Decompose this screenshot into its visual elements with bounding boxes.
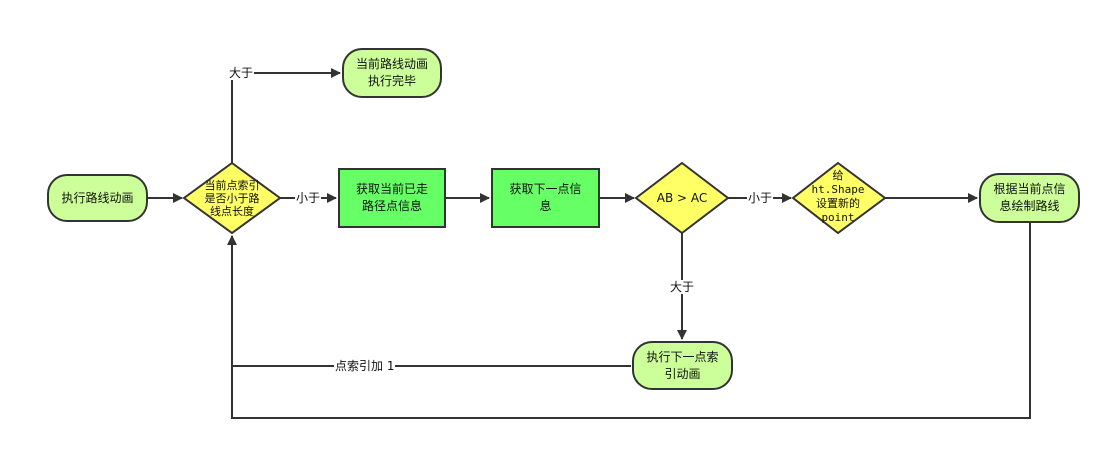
get-next-label: 获取下一点信 息 (509, 182, 582, 213)
draw-route-node: 根据当前点信 息绘制路线 (979, 173, 1080, 223)
decision-index-text: 当前点索引 是否小于路 线点长度 (194, 172, 270, 224)
edge-label-less-1: 小于 (295, 191, 322, 205)
decision-shape-line-1: 给 (832, 169, 844, 182)
next-index-animation-label: 执行下一点索 引动画 (646, 349, 719, 381)
end-node: 当前路线动画 执行完毕 (342, 48, 442, 98)
decision-ab-text: AB > AC (646, 188, 718, 208)
edge-draw-loop-back (227, 222, 1031, 419)
decision-shape-text: 给 ht.Shape 设置新的 point (798, 164, 878, 230)
get-current-label: 获取当前已走 路径点信息 (355, 182, 428, 213)
edge-label-greater-top: 大于 (228, 66, 255, 80)
decision-shape-diamond (791, 161, 887, 235)
edge-label-greater-down: 大于 (669, 280, 696, 294)
edge-label-increment: 点索引加 1 (334, 359, 396, 373)
draw-route-label: 根据当前点信 息绘制路线 (993, 182, 1066, 213)
decision-ab-label: AB > AC (656, 190, 708, 205)
decision-shape-line-3: 设置新的 (816, 197, 860, 210)
edge-index-to-end (231, 68, 341, 163)
next-index-animation-node: 执行下一点索 引动画 (632, 341, 733, 390)
start-node-label: 执行路线动画 (61, 190, 134, 205)
decision-index-diamond (182, 161, 282, 235)
get-next-node: 获取下一点信 息 (491, 168, 600, 228)
start-node: 执行路线动画 (47, 174, 148, 222)
decision-shape-line-2: ht.Shape (811, 183, 865, 196)
decision-ab-diamond (634, 161, 730, 235)
edge-label-less-2: 小于 (747, 191, 774, 205)
get-current-node: 获取当前已走 路径点信息 (338, 168, 446, 228)
end-node-label: 当前路线动画 执行完毕 (355, 57, 428, 88)
decision-shape-line-4: point (821, 211, 855, 224)
decision-index-label: 当前点索引 是否小于路 线点长度 (204, 178, 260, 218)
